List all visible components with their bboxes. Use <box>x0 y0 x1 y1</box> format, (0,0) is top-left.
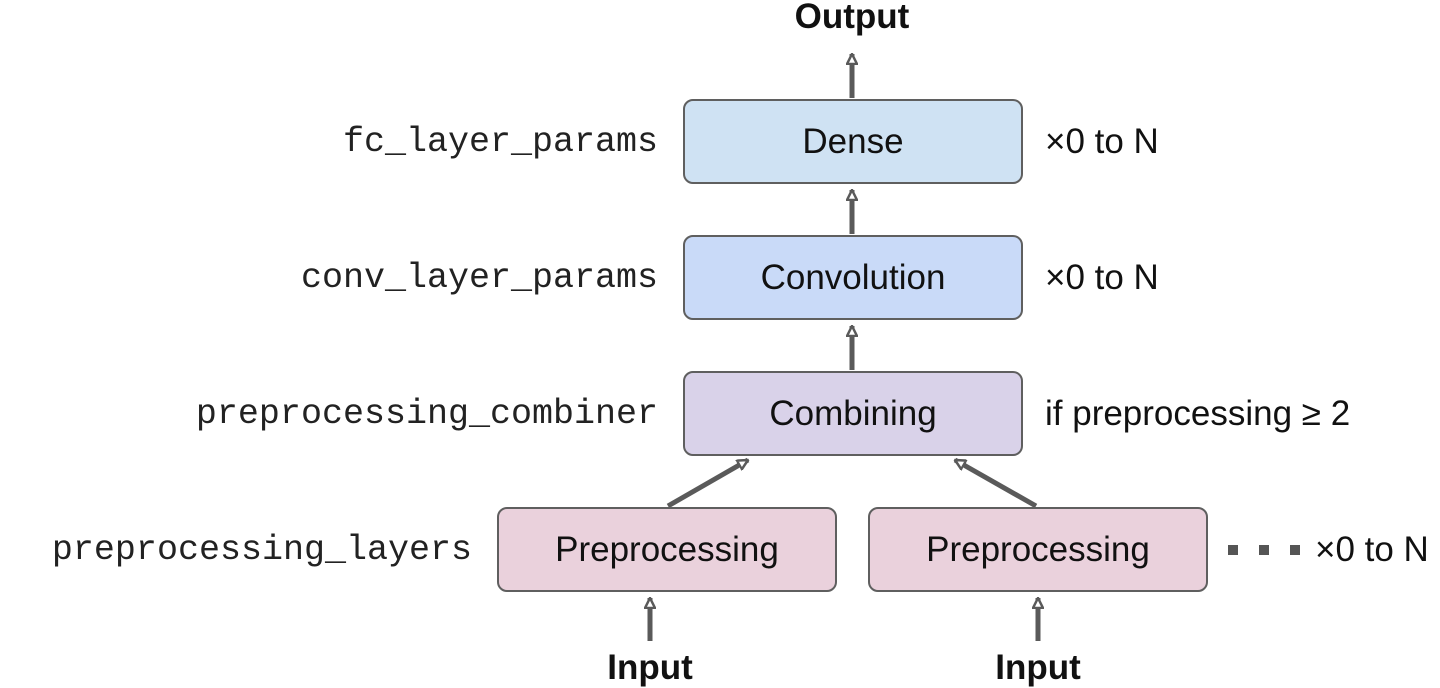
output-label: Output <box>794 0 910 36</box>
preprocessing-layer-label-2: Preprocessing <box>926 529 1150 569</box>
arrow-preprocessing1-to-combining <box>666 457 748 509</box>
convolution-multiplicity-note: ×0 to N <box>1045 258 1159 297</box>
ellipsis-dot <box>1228 545 1238 555</box>
preprocessing-layer-label-1: Preprocessing <box>555 529 779 569</box>
preprocessing-multiplicity-note: ×0 to N <box>1315 530 1429 569</box>
dense-multiplicity-note: ×0 to N <box>1045 122 1159 161</box>
preprocessing-layer-box-1: Preprocessing <box>497 507 837 592</box>
arrow-preprocessing2-to-combining <box>955 457 1038 509</box>
convolution-layer-box: Convolution <box>683 235 1023 320</box>
preprocessing-combiner-label: preprocessing_combiner <box>195 394 658 434</box>
ellipsis-dot <box>1259 545 1269 555</box>
ellipsis-dots <box>1228 545 1300 555</box>
preprocessing-layers-label: preprocessing_layers <box>51 530 472 570</box>
fc-layer-params-label: fc_layer_params <box>342 122 658 162</box>
input-label-1: Input <box>607 648 693 687</box>
combining-condition-note: if preprocessing ≥ 2 <box>1045 394 1351 433</box>
ellipsis-dot <box>1290 545 1300 555</box>
combining-layer-label: Combining <box>769 393 937 433</box>
input-label-2: Input <box>995 648 1081 687</box>
combining-layer-box: Combining <box>683 371 1023 456</box>
conv-layer-params-label: conv_layer_params <box>300 258 658 298</box>
preprocessing-layer-box-2: Preprocessing <box>868 507 1208 592</box>
dense-layer-box: Dense <box>683 99 1023 184</box>
dense-layer-label: Dense <box>802 121 904 161</box>
convolution-layer-label: Convolution <box>760 257 946 297</box>
